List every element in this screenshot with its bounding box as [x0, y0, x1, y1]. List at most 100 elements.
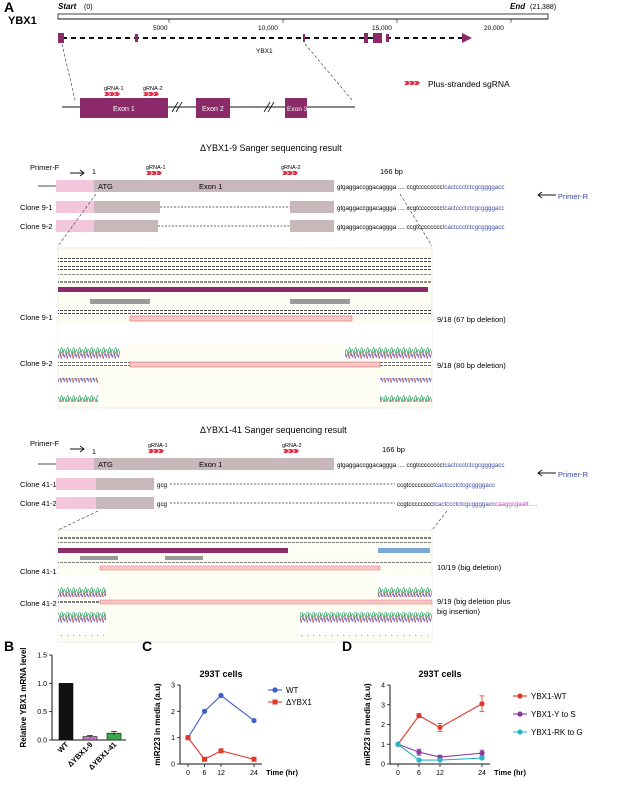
data-point [437, 757, 443, 763]
data-point [218, 748, 224, 754]
primer-f-arrow-icon [70, 169, 85, 177]
track-41-1-label: Clone 41-1 [20, 567, 57, 576]
data-point [479, 755, 485, 761]
legend-label: YBX1-Y to S [531, 710, 576, 719]
seq41-ref-seq: gtgaggaccggacaggga .... ccgtcccccccctcac… [337, 462, 505, 469]
grna1-label: gRNA-1 [104, 86, 124, 92]
panel-letter-b: B [4, 638, 14, 654]
chart-title: 293T cells [199, 669, 242, 679]
data-point [479, 701, 485, 707]
data-point [416, 713, 422, 719]
y-tick-label: 0 [381, 762, 385, 769]
y-tick-label: 1 [381, 742, 385, 749]
data-point [395, 741, 401, 747]
exon2-box [196, 98, 230, 118]
primer-f-arrow-icon [70, 445, 85, 453]
seq9-grna1: gRNA-1 [146, 165, 166, 171]
x-tick-label: 0 [186, 770, 190, 777]
y-tick-label: 0.0 [37, 738, 47, 745]
bar [58, 683, 74, 741]
chart-title: 293T cells [418, 669, 461, 679]
y-tick-label: 3 [171, 683, 175, 690]
x-tick-label: 12 [217, 770, 225, 777]
clone-41-2-label: Clone 41-2 [20, 499, 57, 508]
tick-15000: 15,000 [372, 25, 392, 32]
legend-marker [272, 687, 278, 693]
tick-5000: 5000 [153, 25, 168, 32]
data-point [201, 708, 208, 714]
y-tick-label: 0 [171, 762, 175, 769]
y-axis-label: miR223 in media (a.u) [363, 683, 372, 766]
track-41-2-note2: big insertion) [437, 607, 480, 616]
track-9-2-label: Clone 9-2 [20, 359, 53, 368]
gene-track-label: YBX1 [256, 48, 273, 55]
y-tick-label: 1 [171, 735, 175, 742]
clone-41-2-seq-end: ccgtcccccccctcactccctctcgcggggacccaaggcg… [397, 501, 538, 508]
x-axis-label: Time (hr) [494, 768, 526, 777]
seq41-bp: 166 bp [382, 445, 405, 454]
track-9-2-note: 9/18 (80 bp deletion) [437, 361, 506, 370]
sgrna-icon [146, 171, 298, 175]
y-tick-label: 1.5 [37, 653, 47, 660]
seq41-one: 1 [92, 449, 96, 456]
y-axis-label: miR223 in media (a.u) [153, 683, 162, 766]
clone-9-1-label: Clone 9-1 [20, 203, 53, 212]
sgrna-legend: Plus-stranded sgRNA [428, 79, 510, 89]
track-41-1-note: 10/19 (big deletion) [437, 563, 502, 572]
primer-r-arrow-icon [537, 469, 556, 477]
panel-letter-d: D [342, 638, 352, 654]
clone-41-1-label: Clone 41-1 [20, 480, 57, 489]
exon-structure [62, 98, 355, 118]
seq41-title: ΔYBX1-41 Sanger sequencing result [200, 425, 347, 435]
clone-9-1-seq: gtgaggaccggacaggga .... ccgtcccccccctcac… [337, 205, 505, 212]
exon1-label: Exon 1 [113, 106, 135, 113]
exon1-box [80, 98, 168, 118]
y-tick-label: 1.0 [37, 681, 47, 688]
data-point [437, 724, 443, 731]
seq41-grna1: gRNA-1 [148, 443, 168, 449]
legend-label: YBX1-WT [531, 692, 567, 701]
seq9-primer-f: Primer-F [30, 163, 60, 172]
data-point [251, 756, 257, 762]
clone-41-2-seq-start: gcg [157, 501, 168, 508]
sgrna-icon [104, 81, 420, 96]
track-9-1-label: Clone 9-1 [20, 313, 53, 322]
legend-marker [517, 711, 523, 717]
exon3-label: Exon 3 [287, 106, 308, 113]
series-line [187, 694, 255, 738]
legend-label: WT [286, 686, 299, 695]
data-point [202, 756, 207, 762]
grna2-label: gRNA-2 [143, 86, 163, 92]
y-tick-label: 0.5 [37, 709, 47, 716]
y-tick-label: 2 [381, 722, 385, 729]
sequence-viewer-9 [57, 247, 433, 409]
legend-marker [517, 693, 523, 699]
data-point [479, 750, 485, 756]
data-point [218, 692, 224, 699]
clone-9-2-seq: gtgaggaccggacaggga .... ccgtcccccccctcac… [337, 224, 505, 231]
seq9-title: ΔYBX1-9 Sanger sequencing result [200, 143, 342, 153]
x-tick-label: 24 [478, 770, 486, 777]
data-point [185, 735, 191, 741]
data-point [416, 757, 422, 763]
tick-10000: 10,000 [258, 25, 278, 32]
series-line [397, 743, 483, 758]
seq41-primer-f: Primer-F [30, 439, 60, 448]
end-label: End [510, 2, 526, 11]
start-label: Start [58, 2, 77, 11]
clone-41-1-seq-start: gcg [157, 482, 168, 489]
end-value: (21,388) [530, 4, 556, 11]
exon3-box [285, 98, 307, 118]
x-tick-label: 6 [417, 770, 421, 777]
y-tick-label: 4 [381, 683, 385, 690]
seq9-ref-seq: gtgaggaccggacaggga .... ccgtcccccccctcac… [337, 184, 505, 191]
y-tick-label: 3 [381, 702, 385, 709]
start-value: (0) [84, 4, 93, 11]
gene-track [58, 33, 472, 43]
clone-9-2-label: Clone 9-2 [20, 222, 53, 231]
gene-name: YBX1 [8, 15, 37, 27]
primer-r-arrow-icon [537, 191, 556, 199]
